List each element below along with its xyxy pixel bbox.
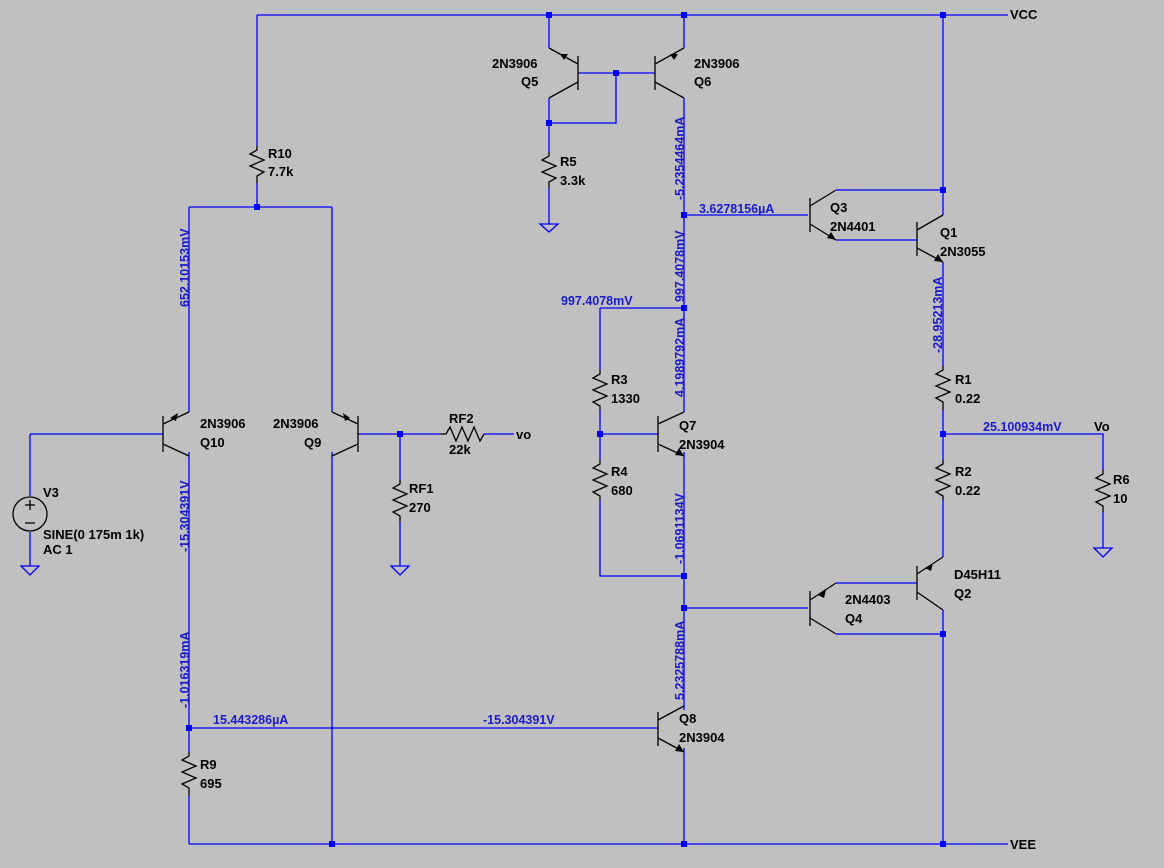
op-q10-emitter-voltage: -15.304391V [178,480,192,552]
transistor-q3[interactable]: Q3 2N4401 [809,189,876,241]
q4-model: 2N4403 [845,592,891,607]
v3-ref: V3 [43,485,59,500]
q1-model: 2N3055 [940,244,986,259]
q7-ref: Q7 [679,418,696,433]
op-output-voltage: 25.100934mV [983,420,1062,434]
transistor-q1[interactable]: Q1 2N3055 [916,214,986,263]
resistor-r2[interactable]: R2 0.22 [934,460,980,500]
r6-ref: R6 [1113,472,1130,487]
op-q6-collector-current: -5.2354464mA [673,117,687,200]
r4-ref: R4 [611,464,628,479]
q10-ref: Q10 [200,435,225,450]
transistor-q10[interactable]: 2N3906 Q10 [162,411,246,457]
r1-value: 0.22 [955,391,980,406]
q2-ref: Q2 [954,586,971,601]
op-q10-emitter-current: -1.016319mA [178,632,192,708]
r2-value: 0.22 [955,483,980,498]
resistor-rf1[interactable]: RF1 270 [391,480,434,522]
transistor-q9[interactable]: 2N3906 Q9 [273,411,359,457]
vee-rail: VEE [189,837,1036,852]
transistor-q8[interactable]: Q8 2N3904 [657,705,725,753]
q8-ref: Q8 [679,711,696,726]
v3-value: SINE(0 175m 1k) [43,527,144,542]
r5-value: 3.3k [560,173,586,188]
voltage-source-v3[interactable]: V3 SINE(0 175m 1k) AC 1 [12,485,144,557]
transistor-q6[interactable]: 2N3906 Q6 [654,47,740,99]
resistor-r6[interactable]: R6 10 [1094,470,1130,512]
r9-value: 695 [200,776,222,791]
resistor-r1[interactable]: R1 0.22 [934,366,980,410]
vee-label: VEE [1010,837,1036,852]
op-q1-emitter-current: -28.95213mA [931,277,945,353]
transistor-q2[interactable]: D45H11 Q2 [916,556,1001,611]
resistor-r5[interactable]: R5 3.3k [540,152,586,188]
vcc-rail: VCC [257,7,1038,22]
rf2-value: 22k [449,442,471,457]
transistor-q4[interactable]: 2N4403 Q4 [809,582,891,635]
wires [29,15,1104,844]
op-node-997-a: 997.4078mV [673,230,687,302]
r10-ref: R10 [268,146,292,161]
resistor-r3[interactable]: R3 1330 [591,370,640,410]
ground-symbols [19,223,1114,576]
junctions [186,12,946,847]
q6-model: 2N3906 [694,56,740,71]
op-q10-collector-voltage: 652.10153mV [178,228,192,307]
op-node-997-b: 997.4078mV [561,294,633,308]
op-q8-collector-current: 5.2325788mA [673,621,687,700]
q10-model: 2N3906 [200,416,246,431]
q1-ref: Q1 [940,225,957,240]
q7-model: 2N3904 [679,437,725,452]
q3-model: 2N4401 [830,219,876,234]
op-q7-emitter-voltage: -1.0691134V [673,492,687,564]
vo-output-label: Vo [1094,419,1110,434]
transistor-q7[interactable]: Q7 2N3904 [657,411,725,457]
op-q8-base-voltage: -15.304391V [483,713,555,727]
q2-model: D45H11 [954,567,1001,582]
q5-ref: Q5 [521,74,538,89]
q5-model: 2N3906 [492,56,538,71]
q4-ref: Q4 [845,611,863,626]
operating-points: -5.2354464mA 3.6278156µA 997.4078mV 997.… [178,117,1062,727]
vcc-label: VCC [1010,7,1038,22]
q9-ref: Q9 [304,435,321,450]
q8-model: 2N3904 [679,730,725,745]
op-q3-base-current: 3.6278156µA [699,202,774,216]
r3-value: 1330 [611,391,640,406]
r3-ref: R3 [611,372,628,387]
q6-ref: Q6 [694,74,711,89]
r6-value: 10 [1113,491,1127,506]
rf1-value: 270 [409,500,431,515]
r9-ref: R9 [200,757,217,772]
resistor-rf2[interactable]: RF2 22k [440,411,485,457]
r1-ref: R1 [955,372,972,387]
v3-ac: AC 1 [43,542,73,557]
transistor-q5[interactable]: 2N3906 Q5 [492,47,579,99]
op-q7-collector-current: 4.1989792mA [673,318,687,397]
resistor-r10[interactable]: R10 7.7k [248,146,294,183]
r5-ref: R5 [560,154,577,169]
q3-ref: Q3 [830,200,847,215]
resistor-r4[interactable]: R4 680 [591,460,633,500]
vo-feedback-label: vo [516,427,531,442]
r2-ref: R2 [955,464,972,479]
r4-value: 680 [611,483,633,498]
r10-value: 7.7k [268,164,294,179]
rf1-ref: RF1 [409,481,434,496]
op-q8-base-current: 15.443286µA [213,713,288,727]
rf2-ref: RF2 [449,411,474,426]
resistor-r9[interactable]: R9 695 [180,752,222,796]
q9-model: 2N3906 [273,416,319,431]
